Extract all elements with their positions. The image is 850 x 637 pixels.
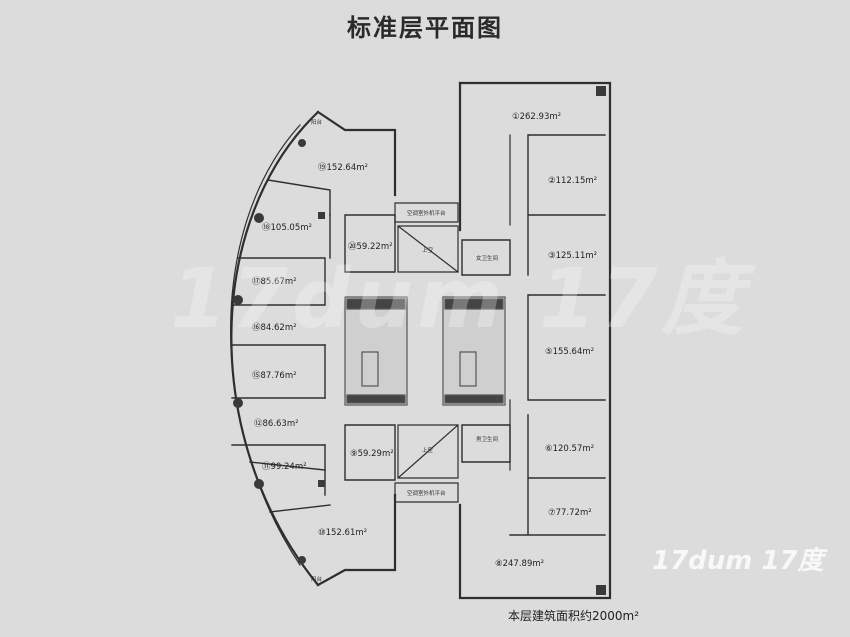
room-label: ⑤155.64m²: [545, 347, 594, 357]
column: [254, 213, 264, 223]
room-label: ⑯84.62m²: [252, 323, 297, 333]
left-tower-outer-curve: [230, 110, 320, 587]
core-wall: [346, 298, 406, 310]
left-tower-wall-bottom: [316, 493, 397, 587]
annotation: 上空: [422, 246, 434, 254]
shaft-top: [397, 225, 459, 273]
left-tower-wall: [316, 110, 397, 197]
column: [233, 295, 243, 305]
annotation: 阳台: [311, 118, 323, 126]
annotation: 上空: [422, 446, 434, 454]
core-wall: [346, 394, 406, 404]
stair: [361, 351, 379, 387]
room-label: ②112.15m²: [548, 176, 597, 186]
room-divider: [509, 134, 606, 536]
annotation: 男卫生间: [476, 435, 498, 443]
room-divider-vertical: [324, 214, 331, 471]
annotation: 空调室外机平台: [407, 209, 446, 217]
room-label: ⑨59.29m²: [350, 449, 394, 459]
mens-restroom-wall: [461, 424, 511, 463]
right-core: [442, 296, 506, 406]
page-title: 标准层平面图: [347, 14, 503, 42]
column: [233, 398, 243, 408]
core-wall: [444, 394, 504, 404]
right-tower-wall: [458, 81, 612, 600]
room-label: ⑱105.05m²: [262, 223, 312, 233]
ac-platform-top: [394, 202, 459, 223]
womens-restroom-wall: [461, 239, 511, 276]
room-label: ③125.11m²: [548, 251, 597, 261]
core-wall: [444, 298, 504, 310]
column: [318, 212, 325, 219]
annotation: 阳台: [311, 575, 323, 583]
column: [596, 585, 606, 595]
room-20-wall: [344, 214, 396, 273]
room-label: ⑲152.64m²: [318, 163, 368, 173]
room-label: ⑰85.67m²: [252, 277, 297, 287]
room-9-wall: [344, 424, 396, 481]
room-label: ⑫86.63m²: [254, 419, 299, 429]
room-label: ⑮87.76m²: [252, 371, 297, 381]
annotation: 空调室外机平台: [407, 489, 446, 497]
room-label: ⑦77.72m²: [548, 508, 592, 518]
shaft-bottom: [397, 424, 459, 479]
column: [298, 556, 306, 564]
room-label: ⑳59.22m²: [348, 242, 393, 252]
column: [254, 479, 264, 489]
stair: [459, 351, 477, 387]
room-label: ⑩152.61m²: [318, 528, 367, 538]
left-tower-inner-curve: [230, 124, 301, 566]
room-label: ①262.93m²: [512, 112, 561, 122]
room-label: ⑪99.24m²: [262, 462, 307, 472]
watermark-logo: 17dum 17度: [652, 546, 824, 576]
ac-platform-bottom: [394, 482, 459, 503]
room-label: ⑧247.89m²: [495, 559, 544, 569]
annotation: 女卫生间: [476, 254, 498, 262]
column: [298, 139, 306, 147]
room-label: ⑥120.57m²: [545, 444, 594, 454]
left-core: [344, 296, 408, 406]
floor-area-caption: 本层建筑面积约2000m²: [508, 609, 640, 623]
watermark: 17dum 17度: [170, 252, 748, 347]
column: [318, 480, 325, 487]
column: [596, 86, 606, 96]
